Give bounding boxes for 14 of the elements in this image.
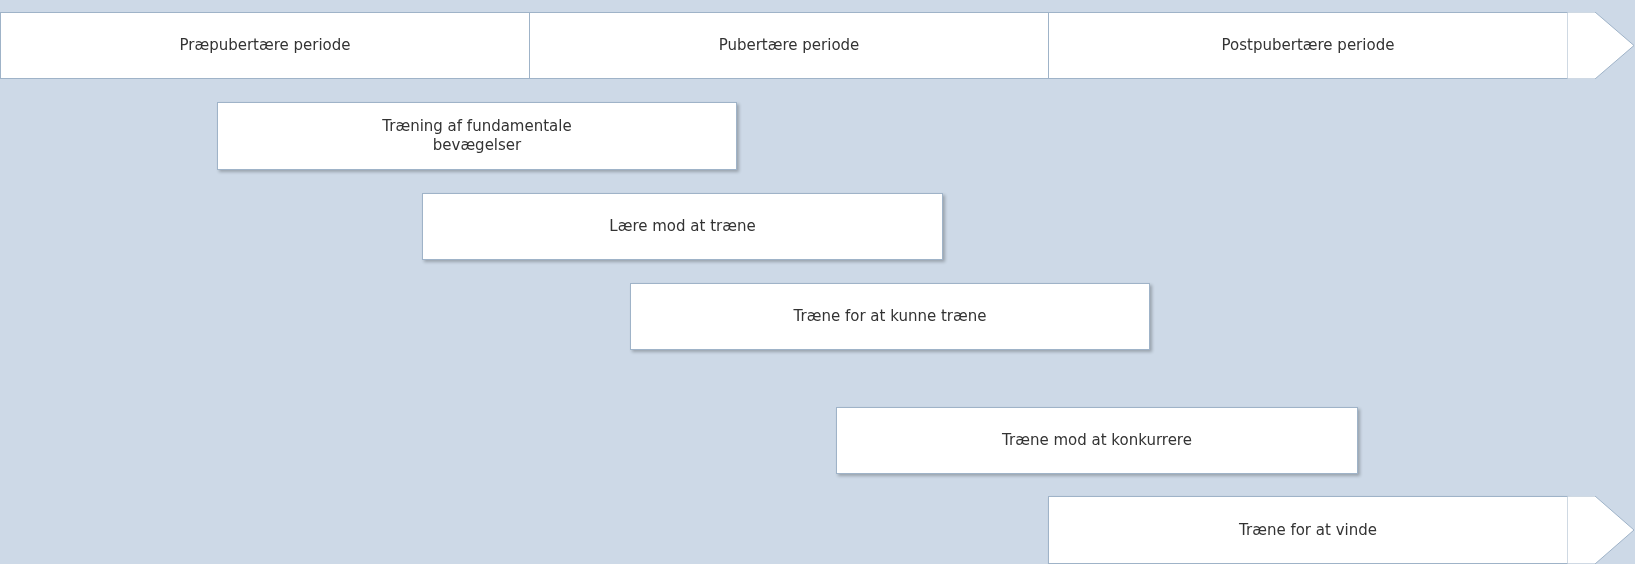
stage-label: Præpubertære periode [179, 36, 351, 55]
period-segment [0, 12, 530, 79]
period-segment [529, 12, 1049, 79]
stage-box [422, 193, 943, 260]
stage-box [630, 283, 1150, 350]
stage-box [836, 407, 1358, 474]
stage-label: Træne for at vinde [1239, 520, 1377, 540]
stage-label: Træne mod at konkurrere [1002, 431, 1192, 450]
stage-label: Træning af fundamentale bevægelser [381, 117, 573, 155]
stage-label: Pubertære periode [718, 36, 860, 55]
stage-label: Postpubertære periode [1221, 36, 1395, 55]
stage-box [217, 102, 737, 170]
stage-label: Træne for at kunne træne [793, 307, 987, 326]
stage-label: Lære mod at træne [609, 217, 756, 236]
